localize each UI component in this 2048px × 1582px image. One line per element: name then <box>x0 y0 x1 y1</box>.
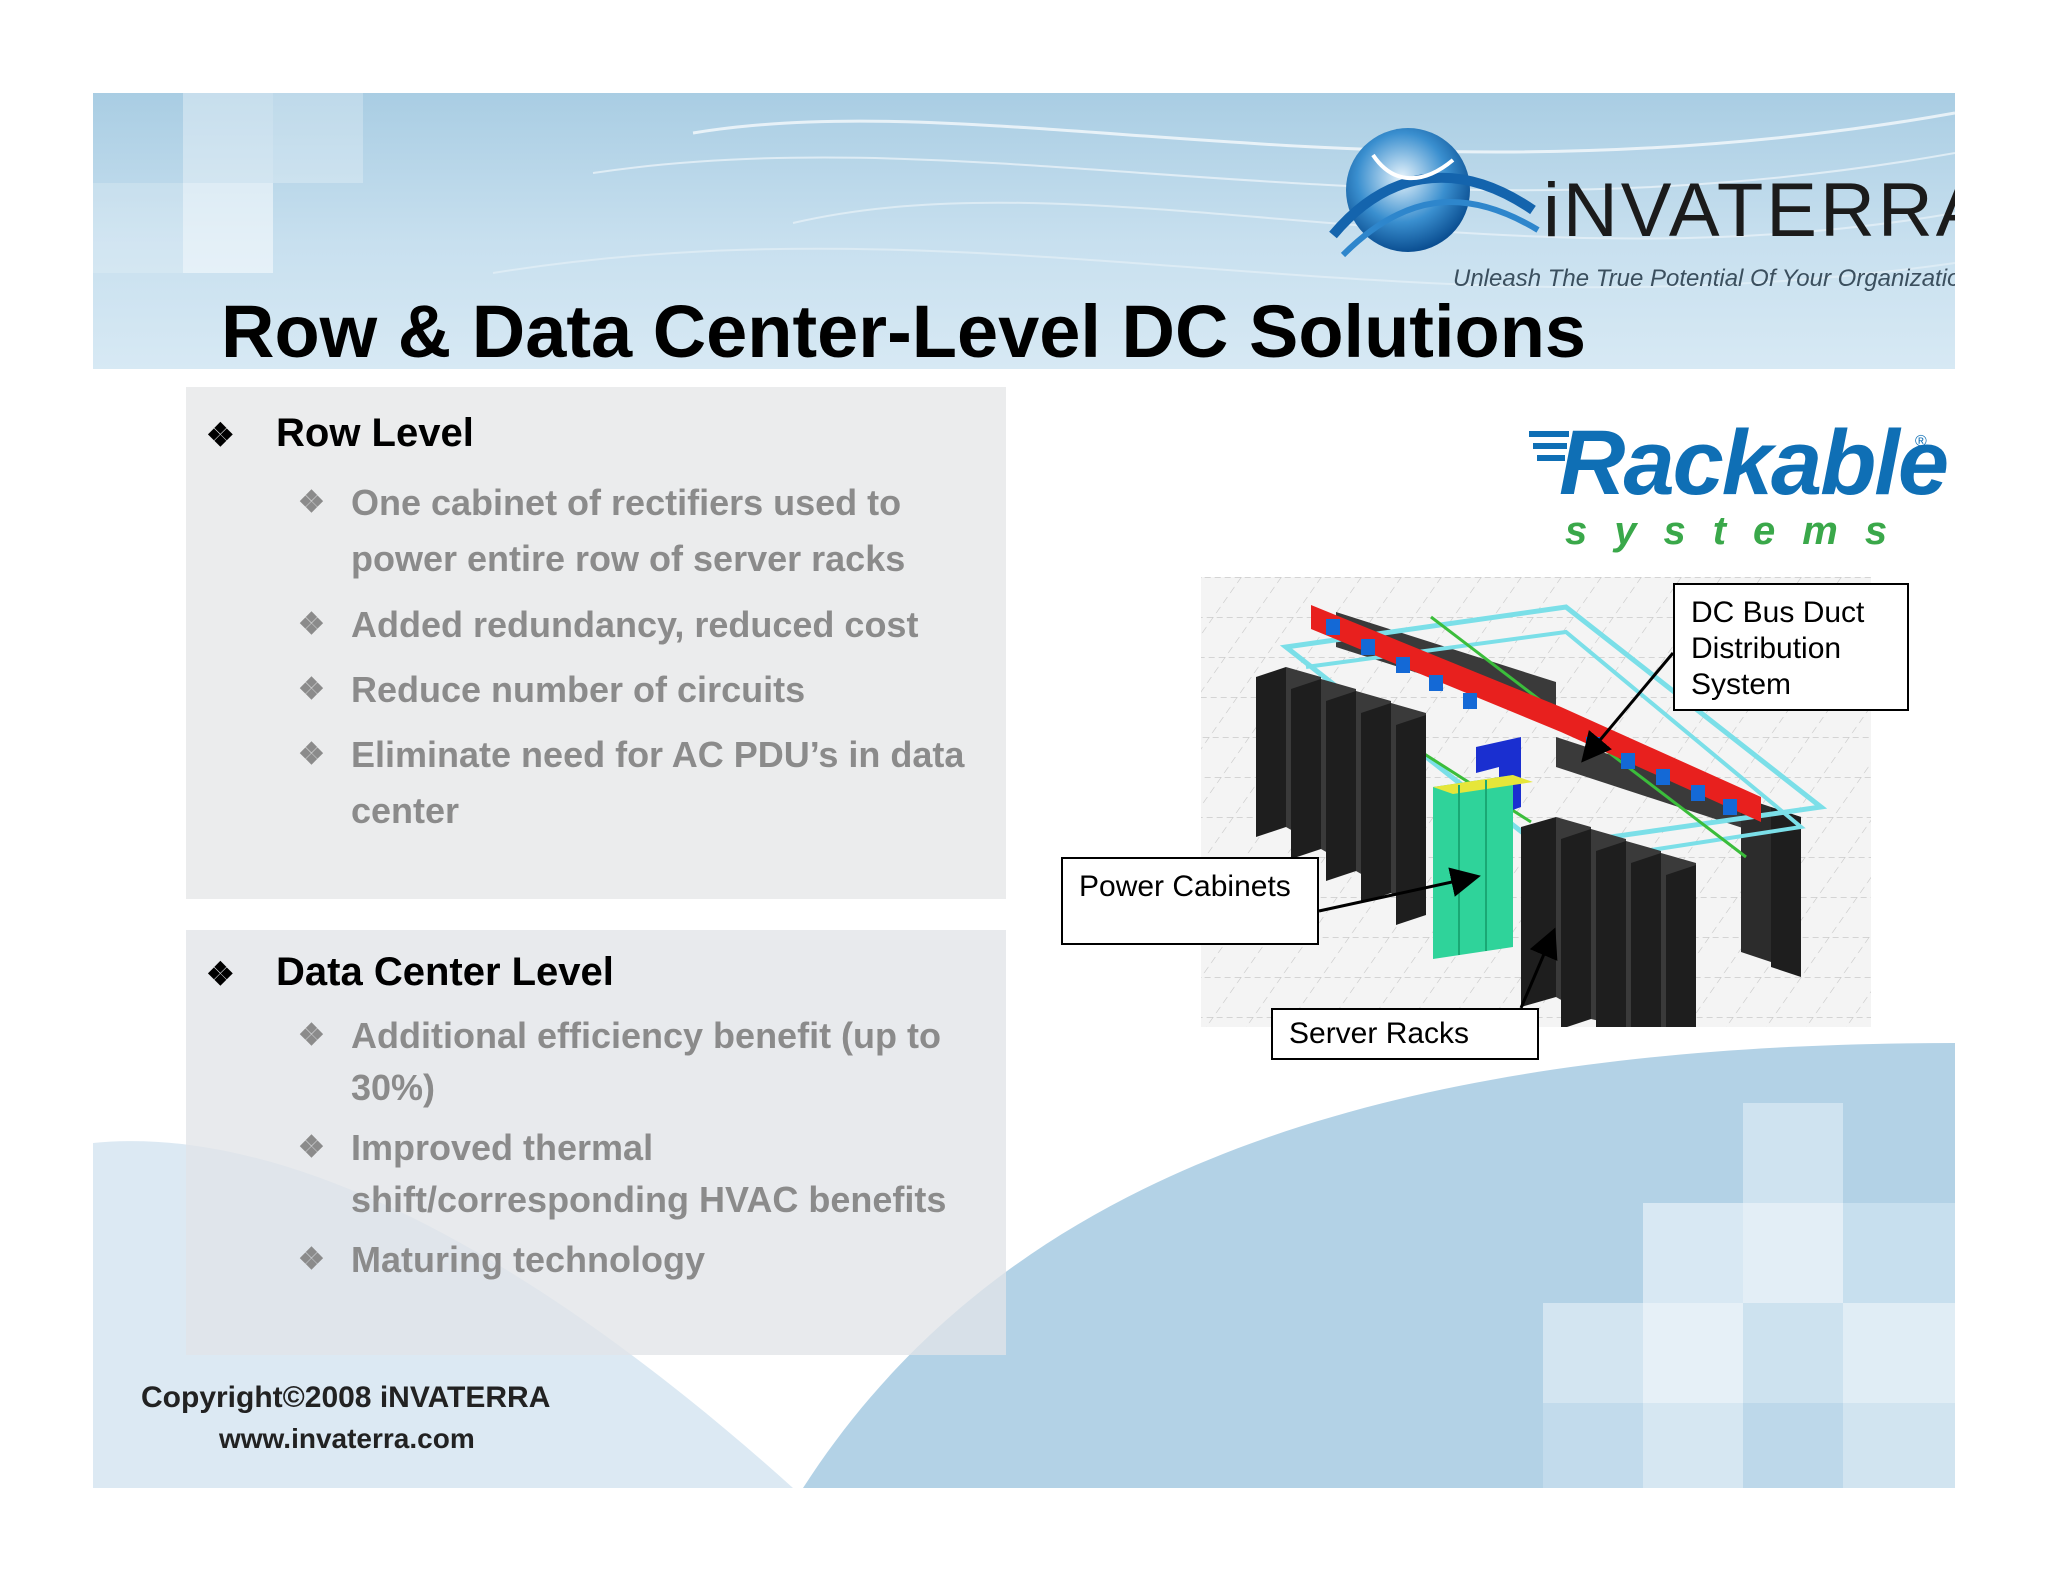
row-level-panel: ❖ Row Level ❖ One cabinet of rectifiers us… <box>186 387 1006 899</box>
bullet-icon: ❖ <box>298 608 325 641</box>
list-item: ❖ Reduce number of circuits <box>298 662 998 718</box>
list-item: ❖ One cabinet of rectifiers used to power… <box>298 475 998 587</box>
bullet-icon: ❖ <box>298 738 325 771</box>
rackable-name: Rackable <box>1559 412 1949 514</box>
list-item: ❖ Maturing technology <box>298 1234 998 1286</box>
rackable-sub: systems <box>1565 509 1915 553</box>
list-item: ❖ Added redundancy, reduced cost <box>298 597 998 653</box>
section-heading-text: Data Center Level <box>276 950 614 994</box>
list-item-text: Added redundancy, reduced cost <box>351 604 919 645</box>
copyright: Copyright©2008 iNVATERRA <box>141 1381 551 1414</box>
list-item-text: Reduce number of circuits <box>351 669 806 710</box>
speed-lines-icon <box>1529 431 1569 461</box>
rackable-logo: Rackable ® systems <box>1529 413 1949 553</box>
bullet-icon: ❖ <box>206 417 235 453</box>
bullet-icon: ❖ <box>298 673 325 706</box>
header-band <box>93 93 1955 369</box>
list-item-text: Additional efficiency benefit (up to 30%… <box>351 1015 942 1108</box>
server-racks-left <box>1256 667 1426 925</box>
brand-tagline: Unleash The True Potential Of Your Organ… <box>1453 265 1955 292</box>
bullet-icon: ❖ <box>298 1019 325 1052</box>
page-title: Row & Data Center-Level DC Solutions <box>221 290 1587 373</box>
section-heading-text: Row Level <box>276 411 474 455</box>
tap-boxes <box>1326 619 1737 815</box>
slide: Row & Data Center-Level DC Solutions iNV… <box>93 93 1955 1488</box>
globe-icon <box>1329 128 1540 258</box>
decor-tile <box>183 183 273 273</box>
power-cabinets <box>1433 775 1533 959</box>
invaterra-logo: iNVATERRA Unleash The True Potential Of … <box>1313 115 1955 295</box>
data-center-level-panel: ❖ Data Center Level ❖ Additional efficienc… <box>186 930 1006 1355</box>
decor-tile <box>93 183 183 273</box>
registered-mark: ® <box>1915 433 1927 450</box>
decor-tile <box>273 93 363 183</box>
bullet-icon: ❖ <box>298 1243 325 1276</box>
section-heading: ❖ Data Center Level <box>206 950 614 995</box>
list-item-text: Improved thermal shift/corresponding HVA… <box>351 1127 947 1220</box>
callout-server-racks: Server Racks <box>1271 1008 1539 1060</box>
dc-bus-duct <box>1311 605 1761 822</box>
section-heading: ❖ Row Level <box>206 411 474 456</box>
list-item-text: Eliminate need for AC PDU’s in data cent… <box>351 734 965 831</box>
list-item: ❖ Additional efficiency benefit (up to 30… <box>298 1010 998 1114</box>
callout-power-cabinets: Power Cabinets <box>1061 857 1319 945</box>
brand-name: iNVATERRA <box>1543 168 1955 253</box>
bullet-icon: ❖ <box>206 956 235 992</box>
bullet-icon: ❖ <box>298 1131 325 1164</box>
list-item: ❖ Eliminate need for AC PDU’s in data cen… <box>298 727 998 839</box>
list-item-text: One cabinet of rectifiers used to power … <box>351 482 906 579</box>
list-item-text: Maturing technology <box>351 1239 705 1280</box>
bullet-icon: ❖ <box>298 486 325 519</box>
header-swoosh <box>492 111 1955 289</box>
decor-tile <box>183 93 273 183</box>
website-link[interactable]: www.invaterra.com <box>219 1423 475 1454</box>
callout-dc-bus-duct: DC Bus Duct Distribution System <box>1673 583 1909 711</box>
list-item: ❖ Improved thermal shift/corresponding HV… <box>298 1122 998 1226</box>
